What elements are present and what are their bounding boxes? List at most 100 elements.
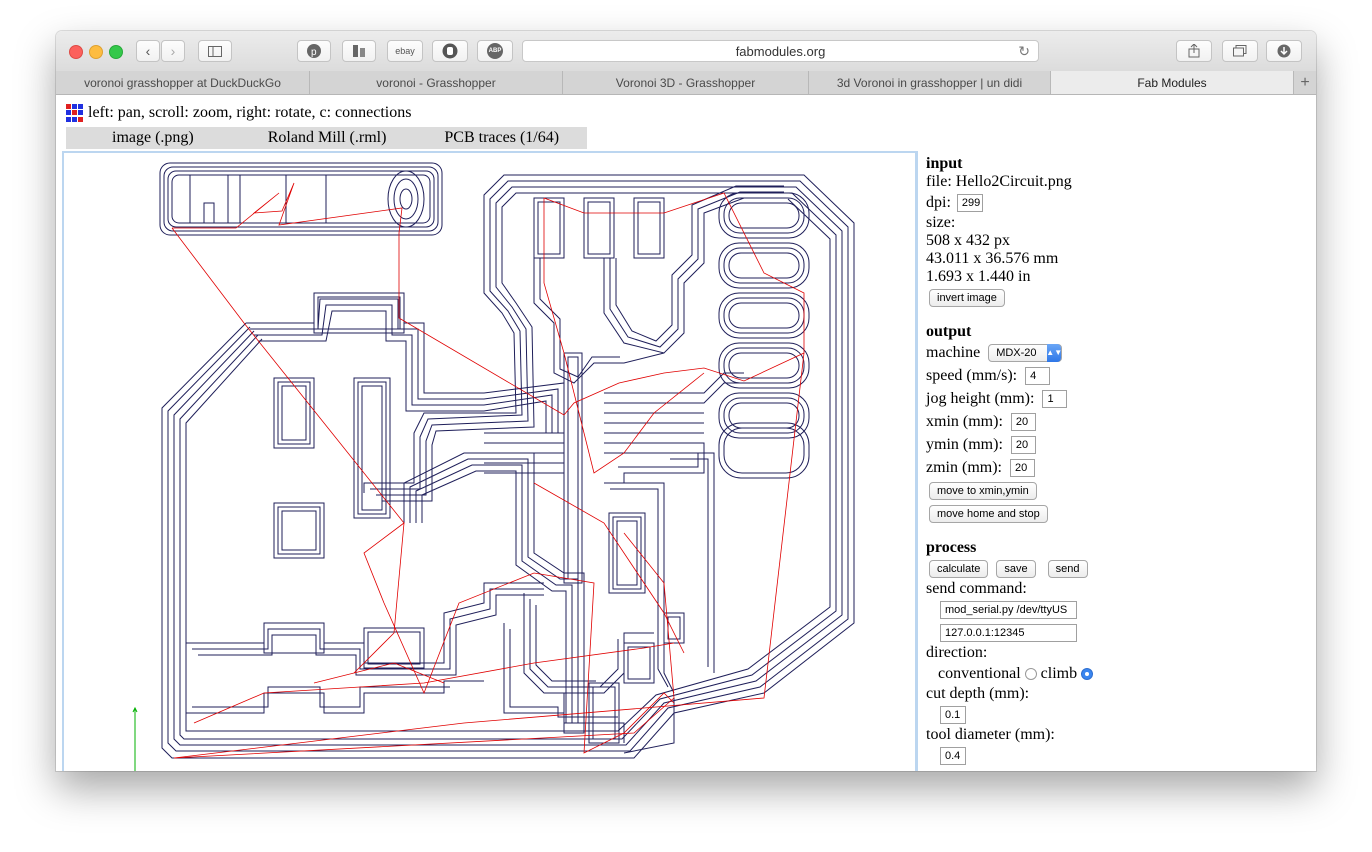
cut-depth-input[interactable]: 0.1	[940, 705, 966, 724]
mode-tab-pcb-traces[interactable]: PCB traces (1/64)	[444, 129, 560, 146]
zmin-row: zmin (mm): 20	[926, 456, 1306, 479]
conventional-label: conventional	[938, 664, 1021, 682]
mode-tab-image[interactable]: image (.png)	[112, 129, 194, 146]
forward-button[interactable]: ›	[161, 40, 185, 62]
tab-voronoi-3d[interactable]: Voronoi 3D - Grasshopper	[563, 71, 809, 94]
zmin-input[interactable]: 20	[1009, 458, 1035, 477]
direction-label: direction:	[926, 644, 988, 661]
reload-icon[interactable]: ↻	[1018, 43, 1030, 59]
hand-icon	[442, 43, 458, 59]
xmin-row: xmin (mm): 20	[926, 410, 1306, 433]
server-row: 127.0.0.1:12345	[926, 621, 1306, 644]
settings-panel: input file: Hello2Circuit.png dpi: 299 s…	[926, 155, 1306, 767]
connection-lines	[171, 182, 805, 759]
show-tabs-button[interactable]	[1222, 40, 1258, 62]
axis-indicator	[132, 706, 138, 771]
tab-fab-modules[interactable]: Fab Modules	[1051, 71, 1294, 94]
ymin-input[interactable]: 20	[1010, 435, 1036, 454]
ghostery-button[interactable]	[432, 40, 468, 62]
speed-input[interactable]: 4	[1025, 366, 1051, 385]
tabs-icon	[1233, 45, 1247, 57]
server-address-input[interactable]: 127.0.0.1:12345	[940, 623, 1077, 642]
jog-row: jog height (mm): 1	[926, 387, 1306, 410]
send-command-input[interactable]: mod_serial.py /dev/ttyUS	[940, 600, 1077, 619]
process-buttons-row: calculate save send	[926, 557, 1306, 580]
mode-tab-roland-mill[interactable]: Roland Mill (.rml)	[267, 129, 387, 146]
size-px: 508 x 432 px	[926, 232, 1010, 249]
dpi-input[interactable]: 299	[956, 193, 983, 212]
close-window-button[interactable]	[69, 45, 83, 59]
url-text: fabmodules.org	[735, 43, 826, 59]
jog-label: jog height (mm):	[926, 389, 1035, 407]
jog-input[interactable]: 1	[1042, 389, 1068, 408]
page-hint: left: pan, scroll: zoom, right: rotate, …	[66, 103, 411, 123]
maximize-window-button[interactable]	[109, 45, 123, 59]
invert-row: invert image	[926, 286, 1306, 309]
save-button[interactable]: save	[996, 559, 1036, 578]
process-section-title: process	[926, 539, 977, 556]
page-content: left: pan, scroll: zoom, right: rotate, …	[56, 95, 1316, 771]
back-button[interactable]: ‹	[136, 40, 160, 62]
bookmarklet-icon	[353, 45, 365, 57]
send-button[interactable]: send	[1047, 559, 1088, 578]
toolpath-canvas[interactable]	[62, 151, 918, 771]
calculate-button[interactable]: calculate	[929, 559, 989, 578]
xmin-label: xmin (mm):	[926, 412, 1003, 430]
tool-diameter-row: 0.4	[926, 744, 1306, 767]
minimize-window-button[interactable]	[89, 45, 103, 59]
adblock-button[interactable]: ABP	[477, 40, 513, 62]
move-home-and-stop-button[interactable]: move home and stop	[929, 504, 1048, 523]
tool-diameter-input[interactable]: 0.4	[940, 746, 966, 765]
ymin-row: ymin (mm): 20	[926, 433, 1306, 456]
ymin-label: ymin (mm):	[926, 435, 1003, 453]
input-file: file: Hello2Circuit.png	[926, 173, 1072, 190]
adblock-icon: ABP	[487, 43, 503, 59]
machine-select[interactable]: MDX-20 ▲▼	[988, 343, 1063, 362]
plus-icon: +	[1300, 73, 1310, 91]
new-tab-button[interactable]: +	[1294, 71, 1316, 94]
machine-label: machine	[926, 343, 981, 361]
browser-window: ‹ › p ebay ABP fabmodules.org ↻	[56, 31, 1316, 771]
sidebar-button[interactable]	[198, 40, 232, 62]
climb-radio[interactable]	[1081, 667, 1094, 680]
speed-label: speed (mm/s):	[926, 366, 1018, 384]
direction-row: conventional climb	[926, 662, 1306, 685]
chevron-left-icon: ‹	[145, 43, 151, 59]
cut-depth-row: 0.1	[926, 703, 1306, 726]
dpi-row: dpi: 299	[926, 191, 1306, 214]
bookmarklet-button[interactable]	[342, 40, 376, 62]
svg-text:p: p	[311, 47, 317, 58]
select-arrows-icon: ▲▼	[1046, 343, 1062, 362]
xmin-input[interactable]: 20	[1010, 412, 1036, 431]
tab-voronoi-grasshopper[interactable]: voronoi - Grasshopper	[310, 71, 563, 94]
move-home-row: move home and stop	[926, 502, 1306, 525]
cut-depth-label: cut depth (mm):	[926, 685, 1030, 702]
send-command-label: send command:	[926, 580, 1027, 597]
zmin-label: zmin (mm):	[926, 458, 1002, 476]
chevron-right-icon: ›	[170, 43, 176, 59]
fab-modules-logo	[66, 104, 84, 122]
pinterest-button[interactable]: p	[297, 40, 331, 62]
sidebar-icon	[208, 45, 222, 57]
tab-duckduckgo[interactable]: voronoi grasshopper at DuckDuckGo	[56, 71, 310, 94]
trace-toolpaths	[159, 162, 855, 759]
tab-3d-voronoi[interactable]: 3d Voronoi in grasshopper | un didi	[809, 71, 1051, 94]
conventional-radio[interactable]	[1024, 667, 1037, 680]
download-icon	[1277, 44, 1291, 58]
send-command-row: mod_serial.py /dev/ttyUS	[926, 598, 1306, 621]
size-mm: 43.011 x 36.576 mm	[926, 250, 1059, 267]
machine-select-value: MDX-20	[996, 346, 1037, 359]
tool-diameter-label: tool diameter (mm):	[926, 726, 1055, 743]
ebay-button[interactable]: ebay	[387, 40, 423, 62]
toolpath-view[interactable]	[64, 153, 915, 771]
move-to-xmin-ymin-button[interactable]: move to xmin,ymin	[929, 481, 1037, 500]
url-bar[interactable]: fabmodules.org ↻	[522, 40, 1039, 62]
invert-image-button[interactable]: invert image	[929, 288, 1005, 307]
share-icon	[1188, 44, 1200, 58]
browser-toolbar: ‹ › p ebay ABP fabmodules.org ↻	[56, 31, 1316, 72]
input-section-title: input	[926, 155, 963, 172]
output-section-title: output	[926, 323, 972, 340]
downloads-button[interactable]	[1266, 40, 1302, 62]
share-button[interactable]	[1176, 40, 1212, 62]
tab-bar: voronoi grasshopper at DuckDuckGo vorono…	[56, 71, 1316, 95]
